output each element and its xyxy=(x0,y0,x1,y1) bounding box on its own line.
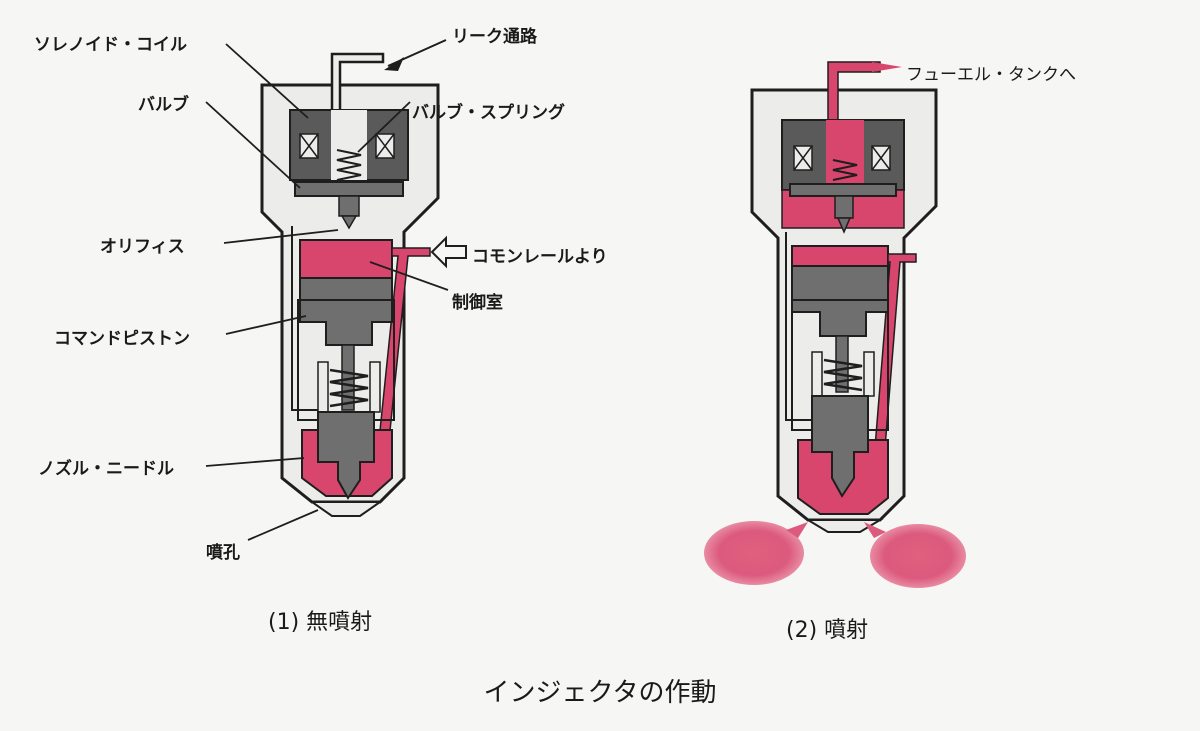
control-chamber xyxy=(299,239,393,279)
fuel-spray-left xyxy=(704,521,804,585)
label-leak-passage: リーク通路 xyxy=(452,27,537,47)
label-command-piston: コマンドピストン xyxy=(54,329,190,349)
label-solenoid-coil: ソレノイド・コイル xyxy=(34,35,187,55)
label-nozzle-hole: 噴孔 xyxy=(206,543,240,563)
label-to-fuel-tank: フューエル・タンクへ xyxy=(906,65,1076,85)
valve-spring xyxy=(336,149,362,181)
injector-injection xyxy=(704,61,966,588)
label-from-common-rail: コモンレールより xyxy=(472,247,608,267)
inlet-arrow xyxy=(430,235,467,269)
figure-title: インジェクタの作動 xyxy=(483,678,717,708)
label-control-chamber: 制御室 xyxy=(452,293,503,313)
leader-lines-left xyxy=(205,43,449,541)
nozzle-needle xyxy=(317,411,375,500)
label-nozzle-needle: ノズル・ニードル xyxy=(38,459,174,479)
label-valve: バルブ xyxy=(138,95,189,115)
label-valve-spring: バルブ・スプリング xyxy=(412,103,565,123)
label-orifice: オリフィス xyxy=(100,237,185,257)
fuel-spray-right xyxy=(870,524,966,588)
command-piston xyxy=(299,277,393,346)
nozzle-spring xyxy=(329,368,369,408)
caption-no-injection: (1) 無噴射 xyxy=(268,610,373,635)
injector-no-injection xyxy=(260,39,467,517)
valve-armature xyxy=(294,181,404,197)
caption-injection: (2) 噴射 xyxy=(786,618,869,643)
